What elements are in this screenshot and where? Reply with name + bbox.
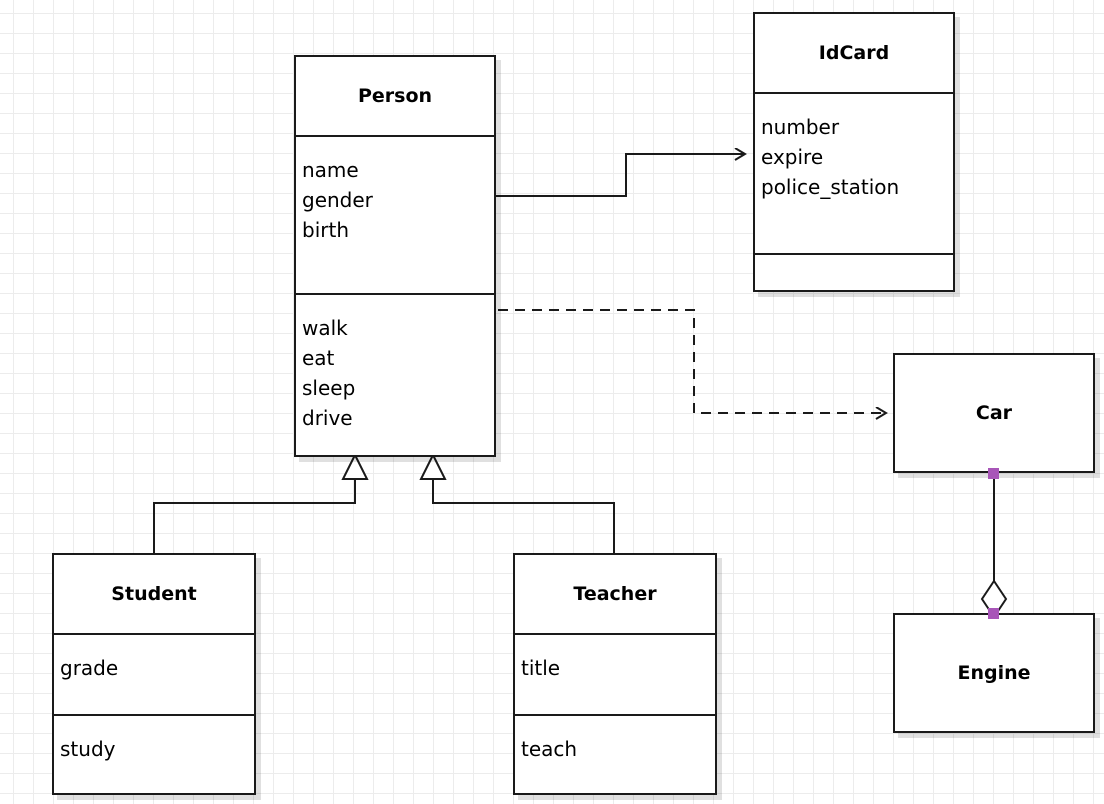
operation-item: study xyxy=(60,737,116,761)
edge-teacher-person[interactable] xyxy=(419,452,615,553)
class-box-person[interactable]: Person name gender birth walk eat sleep … xyxy=(294,55,496,457)
class-title-car: Car xyxy=(975,402,1013,424)
class-title-idcard: IdCard xyxy=(818,42,890,64)
operation-item: eat xyxy=(302,346,335,370)
attribute-item: title xyxy=(521,656,561,680)
attributes-compartment-teacher: title xyxy=(515,633,715,714)
attribute-item: gender xyxy=(302,188,373,212)
class-title-teacher: Teacher xyxy=(573,583,657,605)
attributes-compartment-idcard: number expire police_station xyxy=(755,92,953,253)
attribute-item: grade xyxy=(60,656,119,680)
edge-car-engine[interactable] xyxy=(980,473,1008,619)
operations-compartment-teacher: teach xyxy=(515,714,715,793)
selection-handle-car-bottom[interactable] xyxy=(988,468,999,479)
attributes-compartment-person: name gender birth xyxy=(296,135,494,293)
attribute-item: birth xyxy=(302,218,349,242)
edge-person-idcard[interactable] xyxy=(496,154,745,197)
class-title-student: Student xyxy=(111,583,197,605)
operation-item: walk xyxy=(302,316,348,340)
class-box-idcard[interactable]: IdCard number expire police_station xyxy=(753,12,955,292)
attribute-item: number xyxy=(761,115,840,139)
class-box-engine[interactable]: Engine xyxy=(893,613,1095,733)
operations-compartment-student: study xyxy=(54,714,254,793)
edge-student-person[interactable] xyxy=(153,452,369,553)
attribute-item: expire xyxy=(761,145,824,169)
class-title-engine: Engine xyxy=(957,662,1031,684)
operation-item: sleep xyxy=(302,376,356,400)
class-box-teacher[interactable]: Teacher title teach xyxy=(513,553,717,795)
operation-item: drive xyxy=(302,406,353,430)
class-box-car[interactable]: Car xyxy=(893,353,1095,473)
class-title-person: Person xyxy=(357,85,433,107)
generalization-triangle-teacher xyxy=(419,452,447,480)
attribute-item: police_station xyxy=(761,175,900,199)
generalization-triangle-student xyxy=(341,452,369,480)
attribute-item: name xyxy=(302,158,359,182)
attributes-compartment-student: grade xyxy=(54,633,254,714)
operations-compartment-person: walk eat sleep drive xyxy=(296,293,494,455)
operation-item: teach xyxy=(521,737,578,761)
class-box-student[interactable]: Student grade study xyxy=(52,553,256,795)
edge-person-car[interactable] xyxy=(498,309,886,413)
operations-compartment-idcard xyxy=(755,253,953,290)
selection-handle-engine-top[interactable] xyxy=(988,608,999,619)
